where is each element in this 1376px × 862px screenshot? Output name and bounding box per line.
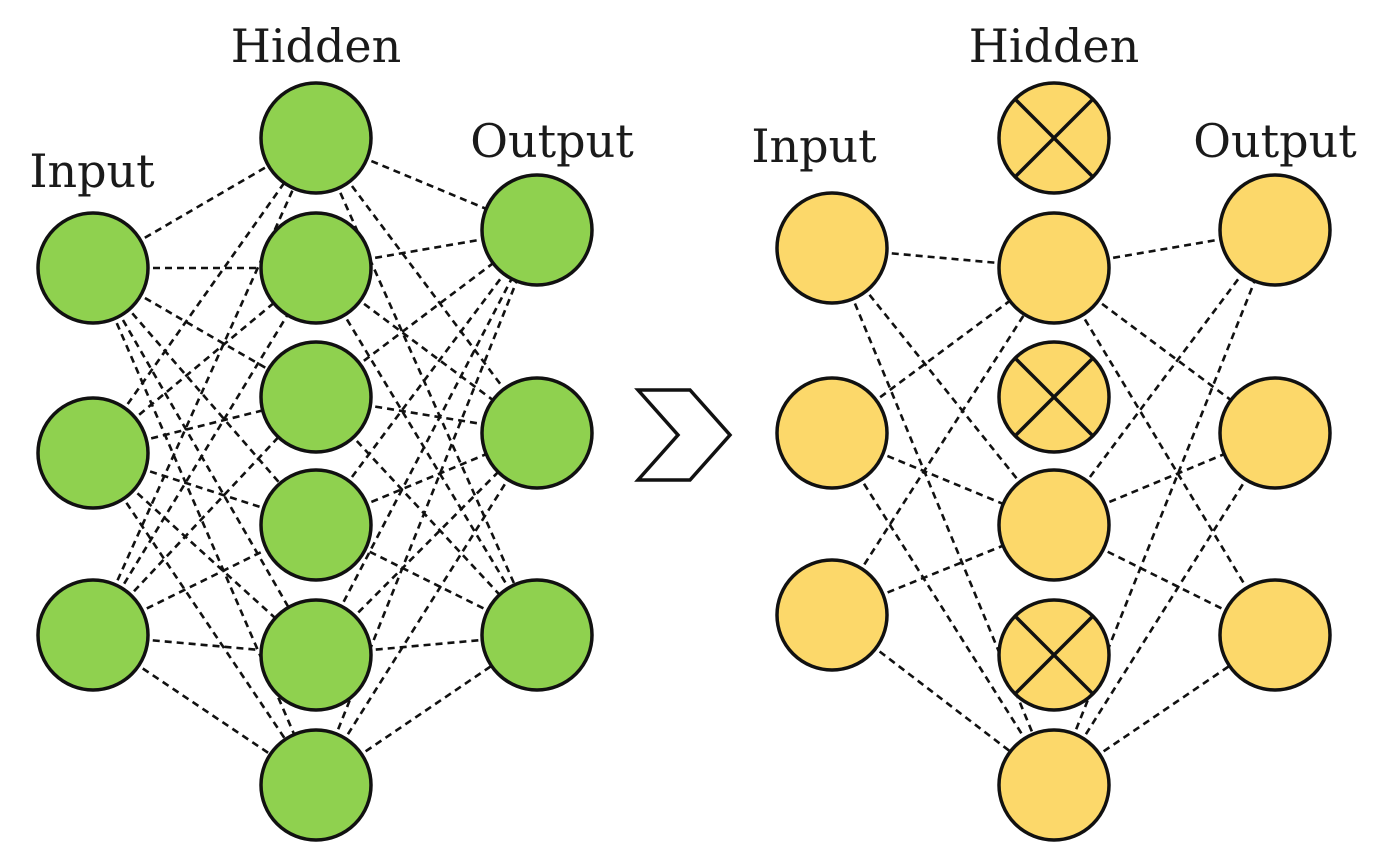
dropout-hidden-node-6	[997, 728, 1111, 842]
dropout-output-node-2	[1218, 376, 1332, 490]
full-input-node-3	[36, 578, 150, 692]
dropout-hidden-output-connection	[1052, 432, 1277, 786]
dropout-input-hidden-connection	[830, 432, 1056, 786]
x-mark-icon	[1013, 97, 1095, 179]
full-output-node-1	[480, 173, 594, 287]
full-hidden-output-connection	[314, 137, 539, 636]
full-hidden-label: Hidden	[231, 19, 402, 73]
dropout-network-nodes	[775, 81, 1332, 842]
full-hidden-output-connection	[314, 432, 539, 786]
dropout-input-node-2	[775, 376, 889, 490]
full-input-hidden-connection	[91, 267, 318, 656]
full-input-hidden-connection	[91, 452, 318, 786]
full-hidden-output-connection	[314, 229, 539, 526]
full-hidden-node-1	[259, 81, 373, 195]
full-hidden-node-5	[259, 598, 373, 712]
full-hidden-output-connection	[314, 229, 539, 656]
dropout-input-node-3	[775, 558, 889, 672]
x-mark-icon	[1013, 356, 1095, 438]
full-input-hidden-connection	[91, 267, 318, 786]
full-output-node-3	[480, 578, 594, 692]
dropout-output-label: Output	[1193, 114, 1357, 168]
dropout-network: Input Hidden Output	[751, 19, 1357, 842]
full-hidden-node-6	[259, 728, 373, 842]
full-output-node-2	[480, 376, 594, 490]
full-input-hidden-connection	[91, 137, 318, 454]
dropout-input-label: Input	[751, 119, 877, 173]
full-input-label: Input	[29, 144, 155, 198]
full-input-node-2	[36, 396, 150, 510]
full-hidden-output-connection	[314, 137, 539, 434]
dropout-input-node-1	[775, 191, 889, 305]
full-input-hidden-connection	[92, 267, 317, 526]
full-hidden-node-2	[259, 211, 373, 325]
full-hidden-node-4	[259, 468, 373, 582]
full-input-hidden-connection	[92, 633, 317, 787]
full-input-node-1	[36, 211, 150, 325]
dropout-hidden-label: Hidden	[969, 19, 1140, 73]
dropout-output-node-1	[1218, 173, 1332, 287]
full-network: Input Hidden Output	[29, 19, 634, 842]
dropout-hidden-node-4	[997, 468, 1111, 582]
dropout-input-hidden-connection	[830, 267, 1056, 616]
x-mark-icon	[1013, 614, 1095, 696]
full-input-hidden-connection	[91, 137, 318, 636]
full-network-nodes	[36, 81, 594, 842]
full-output-label: Output	[470, 114, 634, 168]
dropout-output-node-3	[1218, 578, 1332, 692]
dropout-hidden-node-2	[997, 211, 1111, 325]
full-hidden-node-3	[259, 340, 373, 454]
chevron-right-icon	[634, 388, 733, 482]
dropout-hidden-output-connection	[1052, 229, 1277, 526]
